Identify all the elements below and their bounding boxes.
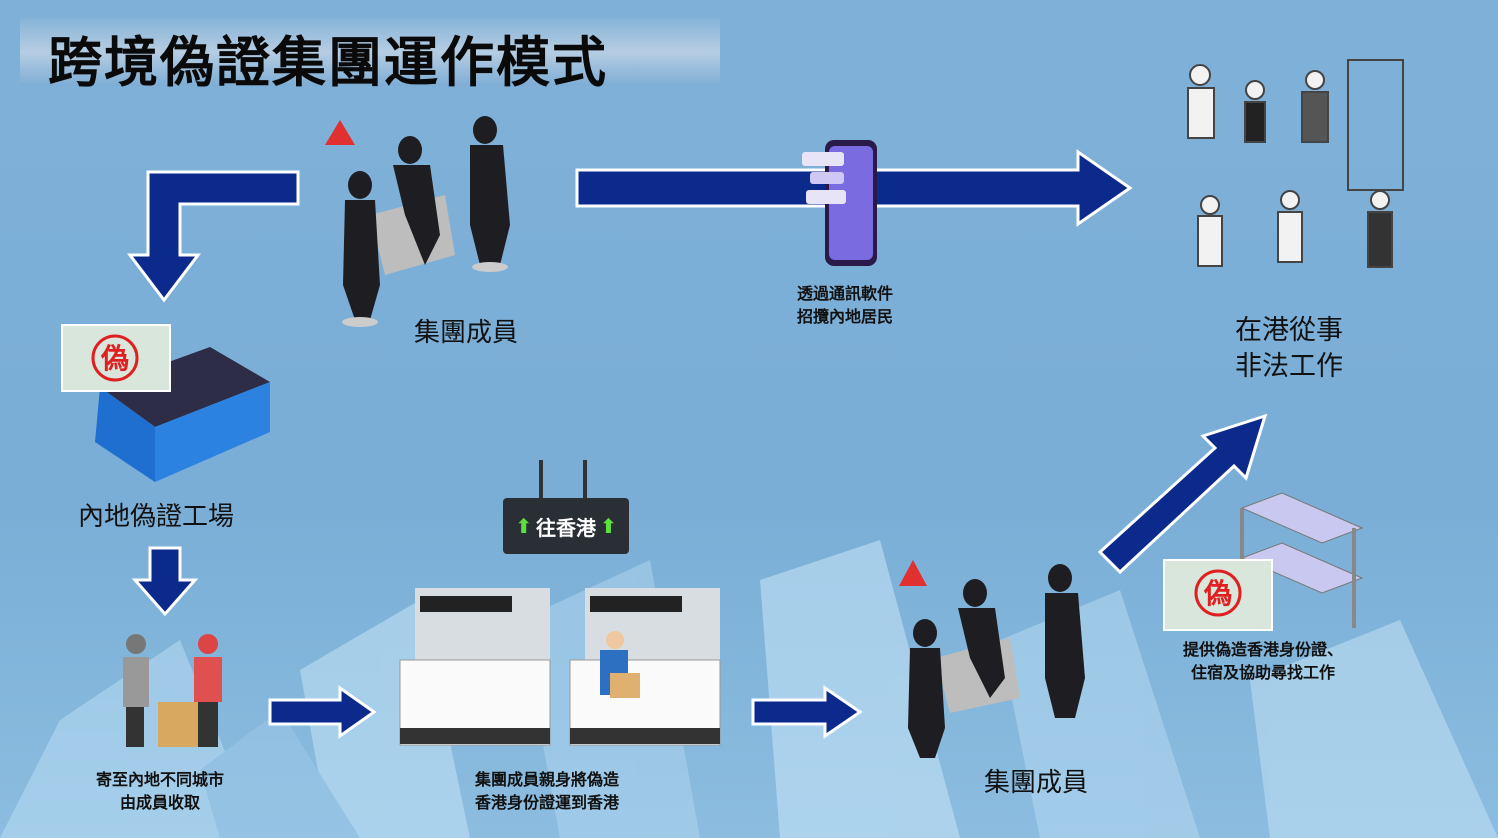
- delivery-caption-line1: 寄至內地不同城市: [96, 770, 225, 789]
- direction-sign-to-hong-kong: ⬆ 往香港 ⬆: [503, 498, 629, 554]
- transport-caption-line1: 集團成員親身將偽造: [475, 770, 620, 789]
- factory-label: 內地偽證工場: [78, 502, 235, 532]
- support-caption-line1: 提供偽造香港身份證、: [1183, 640, 1344, 659]
- arrow-down-factory: [131, 546, 199, 617]
- factory-warehouse-illustration: 偽: [61, 324, 270, 482]
- support-caption-line2: 住宿及協助尋找工作: [1191, 663, 1336, 682]
- up-arrow-icon: ⬆: [515, 514, 532, 538]
- arrow-right-delivery: [268, 685, 377, 739]
- bunk-bed-and-fake-id-illustration: 偽: [1163, 492, 1364, 631]
- up-arrow-icon: ⬆: [600, 514, 617, 538]
- syndicate-label-top: 集團成員: [414, 318, 519, 348]
- arrow-right-border: [751, 685, 863, 739]
- page-title: 跨境偽證集團運作模式: [48, 31, 608, 94]
- title-banner: [20, 18, 720, 86]
- arrow-diagonal-up: [1097, 413, 1268, 575]
- syndicate-members-illustration: [325, 116, 510, 327]
- sign-poles: [539, 460, 587, 500]
- fake-stamp-text: 偽: [100, 342, 129, 375]
- warning-icon: [899, 560, 927, 586]
- fake-stamp-text: 偽: [1203, 577, 1232, 610]
- warning-icon: [325, 120, 355, 145]
- syndicate-label-bottom: 集團成員: [984, 768, 1089, 798]
- illegal-work-label-line2: 非法工作: [1235, 351, 1343, 382]
- messaging-caption-line1: 透過通訊軟件: [797, 284, 894, 303]
- illegal-workers-illustration: [1187, 59, 1404, 268]
- syndicate-members-illustration-bottom: [899, 560, 1085, 758]
- messaging-caption-line2: 招攬內地居民: [797, 307, 894, 326]
- illegal-work-label-line1: 在港從事: [1235, 315, 1343, 346]
- parcel-handoff-illustration: [123, 634, 222, 747]
- smartphone-chat-icon: [802, 140, 877, 266]
- delivery-caption-line2: 由成員收取: [120, 793, 201, 812]
- sign-text: 往香港: [536, 515, 596, 540]
- transport-caption-line2: 香港身份證運到香港: [475, 793, 620, 812]
- border-checkpoint-counters: [399, 588, 721, 746]
